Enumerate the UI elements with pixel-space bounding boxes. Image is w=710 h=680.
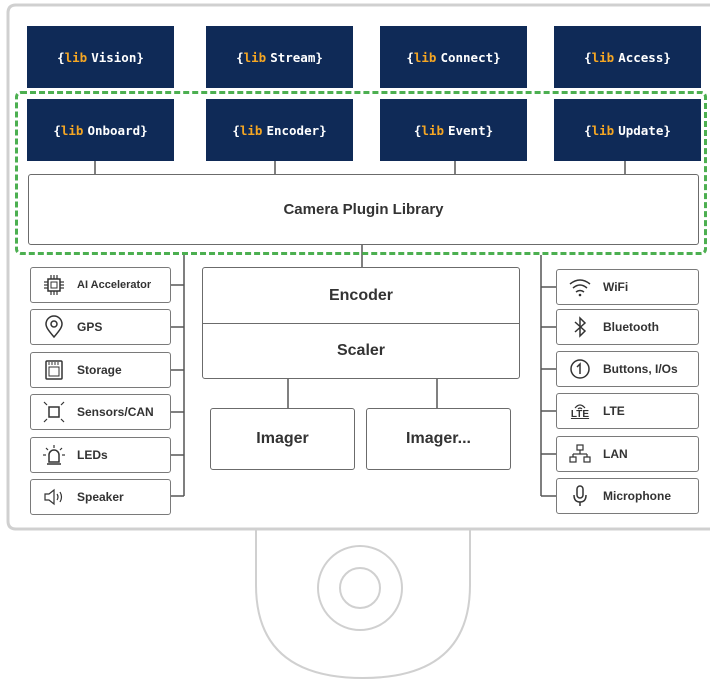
scaler-box: Scaler (203, 324, 519, 377)
camera-body-outline (6, 3, 710, 531)
chip-icon (39, 271, 69, 299)
peripheral-label: Speaker (77, 490, 124, 504)
peripheral-label: LTE (603, 404, 625, 418)
plugin-region-dashed-border (15, 91, 707, 255)
lens-inner-ring (339, 567, 381, 609)
lte-icon: LTE (565, 397, 595, 425)
peripheral-label: Sensors/CAN (77, 405, 154, 419)
peripheral-gps: GPS (30, 309, 171, 345)
encoder-scaler-stack: Encoder Scaler (202, 267, 520, 379)
peripheral-label: Bluetooth (603, 320, 659, 334)
sd-card-icon (39, 356, 69, 384)
peripheral-label: LAN (603, 447, 628, 461)
peripheral-label: GPS (77, 320, 103, 334)
lte-icon-text: LTE (570, 409, 590, 420)
encoder-box: Encoder (203, 268, 519, 324)
bluetooth-icon (565, 313, 595, 341)
peripheral-label: Buttons, I/Os (603, 362, 678, 376)
wifi-icon (565, 273, 595, 301)
scaler-label: Scaler (336, 341, 386, 359)
peripheral-wifi: WiFi (556, 269, 699, 305)
encoder-label: Encoder (328, 286, 393, 304)
camera-plugin-library-label: Camera Plugin Library (283, 201, 444, 218)
camera-plugin-library-box: Camera Plugin Library (28, 174, 699, 245)
map-pin-icon (39, 313, 69, 341)
peripheral-sensors-can: Sensors/CAN (30, 394, 171, 430)
sensor-icon (39, 398, 69, 426)
peripheral-label: Microphone (603, 489, 671, 503)
peripheral-bluetooth: Bluetooth (556, 309, 699, 345)
peripheral-label: AI Accelerator (77, 279, 152, 291)
lan-icon (565, 440, 595, 468)
imager-box-2: Imager... (366, 408, 511, 470)
peripheral-leds: LEDs (30, 437, 171, 473)
peripheral-label: Storage (77, 363, 122, 377)
microphone-icon (565, 482, 595, 510)
imager-label: Imager (256, 430, 309, 447)
camera-mount-outline (255, 529, 471, 680)
peripheral-lte: LTE LTE (556, 393, 699, 429)
button-icon (565, 355, 595, 383)
peripheral-ai-accelerator: AI Accelerator (30, 267, 171, 303)
peripheral-storage: Storage (30, 352, 171, 388)
imager-label: Imager... (406, 430, 471, 447)
peripheral-label: WiFi (603, 280, 629, 294)
lens-outer-ring (317, 545, 403, 631)
peripheral-lan: LAN (556, 436, 699, 472)
peripheral-speaker: Speaker (30, 479, 171, 515)
imager-box-1: Imager (210, 408, 355, 470)
peripheral-label: LEDs (77, 448, 108, 462)
speaker-icon (39, 483, 69, 511)
peripheral-buttons-ios: Buttons, I/Os (556, 351, 699, 387)
peripheral-microphone: Microphone (556, 478, 699, 514)
led-icon (39, 441, 69, 469)
